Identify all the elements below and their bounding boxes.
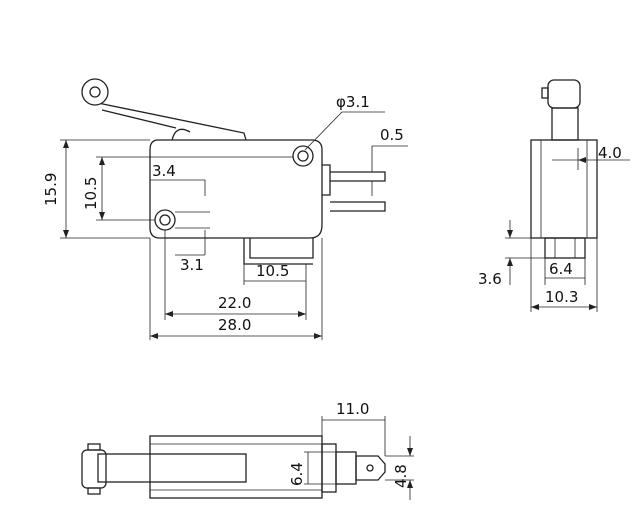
dim-bottom-body: 6.4 [288,462,306,486]
front-body [149,139,323,239]
dim-hole-spacing: 10.5 [82,177,100,210]
lever-arm [97,102,247,141]
mount-hole-top [292,145,314,167]
side-view: 4.0 3.6 6.4 10.3 [478,79,630,312]
terminal-bottom [249,238,314,259]
dim-hole-offset-x: 3.4 [152,162,176,180]
dim-hole-offset-y: 3.1 [180,256,204,274]
dim-bottom-tab: 4.8 [392,464,410,488]
dim-side-actuator: 4.0 [598,144,622,162]
dim-inner-width: 22.0 [218,294,251,312]
dim-side-base: 3.6 [478,270,502,288]
dim-terminal-length: 10.5 [256,262,289,280]
bottom-lever [97,453,247,483]
dim-total-height: 15.9 [42,173,60,206]
bottom-view: 11.0 6.4 4.8 [81,400,414,500]
bottom-tab [355,455,386,481]
front-view: φ3.1 0.5 15.9 10.5 3.4 3.1 10.5 22.0 28. [42,78,408,340]
terminal-upper [330,171,386,182]
side-roller [547,79,581,109]
terminal-lower [330,201,386,212]
dim-side-width: 10.3 [545,288,578,306]
dim-bottom-length: 11.0 [336,400,369,418]
dim-hole-diameter: φ3.1 [336,93,370,111]
dim-total-width: 28.0 [218,316,251,334]
dim-gap-top: 0.5 [380,126,404,144]
mount-hole-bottom [154,209,176,231]
dim-side-terminal: 6.4 [549,260,573,278]
